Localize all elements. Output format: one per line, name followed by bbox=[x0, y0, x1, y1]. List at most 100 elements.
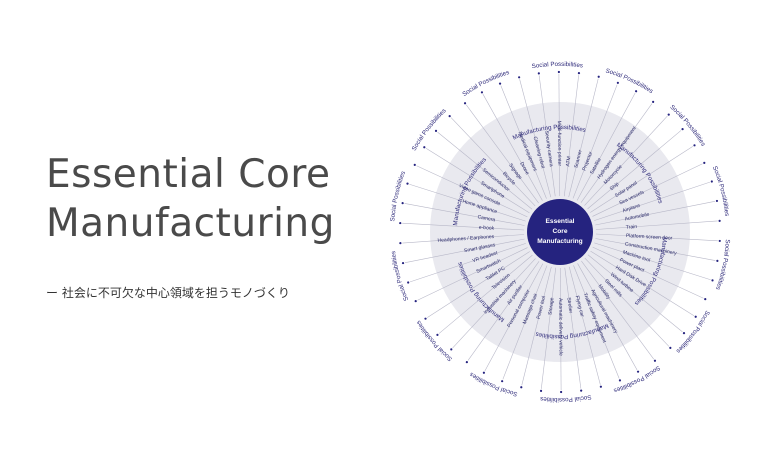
spoke-line bbox=[576, 92, 636, 201]
product-label: Ship bbox=[609, 181, 621, 192]
product-label: Stroller bbox=[565, 297, 573, 314]
outer-ring-label: Social Possibilities bbox=[605, 67, 655, 95]
spoke-line bbox=[519, 79, 552, 198]
outer-ring-label: Social Possibilities bbox=[531, 61, 583, 70]
spoke-dot bbox=[448, 115, 451, 118]
product-label: Flying car bbox=[574, 295, 585, 318]
spoke-line bbox=[594, 181, 711, 221]
spoke-dot bbox=[718, 219, 721, 222]
product-label: ATM bbox=[565, 156, 572, 167]
spoke-line bbox=[595, 238, 716, 261]
spoke-line bbox=[592, 163, 703, 217]
spoke-line bbox=[580, 103, 653, 203]
spoke-line bbox=[404, 238, 525, 263]
outer-ring-label: Social Possibilities bbox=[540, 393, 592, 403]
spoke-dot bbox=[463, 102, 467, 105]
spoke-dot bbox=[711, 279, 714, 282]
spoke-line bbox=[568, 78, 599, 198]
spoke-line bbox=[538, 75, 556, 197]
spoke-dot bbox=[652, 100, 655, 104]
spoke-dot bbox=[599, 385, 602, 388]
product-label: Security camera bbox=[543, 130, 554, 167]
product-label: Automatic delivery vehicle bbox=[557, 298, 563, 356]
core-label-line-1: Essential bbox=[546, 218, 575, 225]
spoke-dot bbox=[434, 129, 438, 132]
spoke-line bbox=[584, 115, 668, 206]
spoke-dot bbox=[413, 163, 416, 166]
spoke-line bbox=[592, 246, 704, 299]
product-label: Platform screen door bbox=[626, 233, 673, 242]
core-label-line-2: Core bbox=[552, 228, 567, 235]
spoke-line bbox=[437, 131, 533, 210]
spoke-line bbox=[500, 85, 547, 199]
spoke-dot bbox=[560, 390, 563, 394]
spoke-line bbox=[590, 146, 693, 213]
spoke-line bbox=[402, 234, 525, 244]
product-label: Multi-function printer bbox=[556, 121, 562, 167]
spoke-line bbox=[584, 257, 670, 347]
spoke-line bbox=[482, 93, 543, 201]
product-label: Airplane bbox=[622, 203, 642, 215]
spoke-dot bbox=[577, 72, 581, 75]
product-label: Automobile bbox=[624, 212, 650, 223]
spoke-dot bbox=[597, 75, 600, 78]
spokes-group bbox=[399, 70, 721, 394]
outer-ring-label: Social Possibilities bbox=[675, 309, 711, 354]
spoke-line bbox=[587, 130, 682, 210]
spoke-line bbox=[595, 220, 718, 230]
spoke-line bbox=[417, 247, 528, 301]
spoke-dot bbox=[401, 202, 404, 205]
outer-ring-label: Social Possibilities bbox=[668, 104, 706, 148]
title-line-1: Essential Core bbox=[46, 152, 331, 197]
spoke-dot bbox=[450, 348, 453, 351]
spoke-line bbox=[465, 104, 539, 204]
product-label: Drone bbox=[518, 161, 530, 176]
outer-ring-label: Social Possibilities bbox=[390, 251, 410, 302]
outer-ring-label: Social Possibilities bbox=[461, 69, 510, 98]
spoke-line bbox=[484, 263, 544, 372]
spoke-dot bbox=[682, 332, 686, 335]
spoke-dot bbox=[667, 113, 670, 116]
spoke-line bbox=[404, 203, 525, 226]
spoke-line bbox=[521, 266, 552, 386]
spoke-line bbox=[595, 201, 716, 226]
spoke-dot bbox=[539, 389, 543, 392]
spoke-dot bbox=[537, 72, 540, 75]
spoke-dot bbox=[618, 379, 622, 382]
spoke-line bbox=[438, 254, 533, 334]
spoke-dot bbox=[436, 333, 439, 336]
spoke-dot bbox=[557, 70, 560, 74]
spoke-dot bbox=[424, 317, 427, 320]
spoke-dot bbox=[399, 221, 402, 225]
spoke-line bbox=[573, 265, 620, 379]
spoke-dot bbox=[718, 239, 721, 243]
spoke-dot bbox=[636, 370, 640, 373]
product-label: Camera bbox=[477, 214, 496, 223]
spoke-dot bbox=[703, 161, 706, 164]
spoke-dot bbox=[681, 128, 684, 131]
spoke-dot bbox=[518, 76, 521, 79]
spoke-dot bbox=[399, 242, 402, 245]
spoke-line bbox=[563, 75, 580, 197]
spoke-line bbox=[427, 251, 530, 318]
spoke-line bbox=[564, 267, 582, 389]
spoke-dot bbox=[715, 199, 719, 203]
spoke-line bbox=[594, 242, 711, 281]
spoke-line bbox=[540, 267, 557, 389]
spoke-line bbox=[581, 260, 655, 360]
spoke-line bbox=[590, 250, 695, 316]
outer-ring-label: Social Possibilities bbox=[613, 364, 662, 394]
core-circle bbox=[527, 199, 593, 265]
outer-ring-label: Social Possibilities bbox=[711, 165, 730, 216]
outer-ring-label: Social Possibilities bbox=[389, 170, 407, 222]
spoke-dot bbox=[423, 146, 426, 149]
spoke-line bbox=[452, 258, 536, 349]
spoke-dot bbox=[401, 261, 405, 265]
spoke-dot bbox=[616, 81, 619, 84]
spoke-dot bbox=[669, 346, 672, 349]
spoke-dot bbox=[465, 360, 468, 364]
spoke-line bbox=[559, 267, 562, 390]
product-label: Headphones / Earphones bbox=[437, 234, 494, 244]
outer-ring-label: Social Possibilities bbox=[468, 371, 518, 398]
